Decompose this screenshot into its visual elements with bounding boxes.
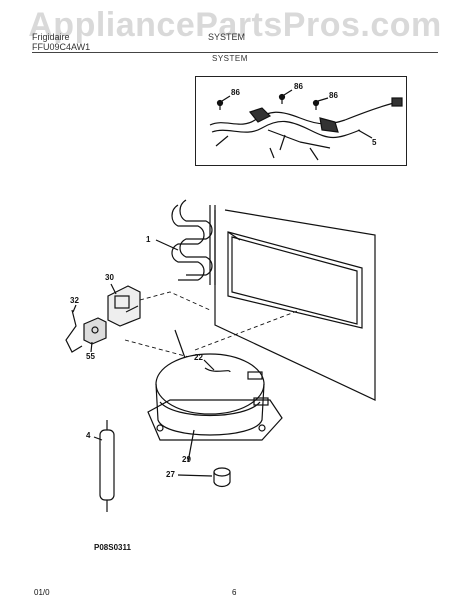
callout-86-c: 86	[329, 91, 338, 100]
callout-5: 5	[372, 138, 377, 147]
header-brand: Frigidaire	[32, 32, 70, 42]
callout-55: 55	[86, 352, 95, 361]
callout-32: 32	[70, 296, 79, 305]
header-figure: SYSTEM	[208, 32, 246, 42]
callout-22: 22	[194, 353, 203, 362]
drier-4[interactable]	[99, 420, 115, 512]
callout-86-b: 86	[294, 82, 303, 91]
cabinet-outline	[214, 209, 376, 401]
footer-date: 01/0	[34, 588, 50, 597]
header-rule	[32, 52, 438, 53]
wire-32[interactable]	[65, 309, 83, 353]
relay-30[interactable]	[107, 285, 141, 327]
callout-27: 27	[166, 470, 175, 479]
overload-55[interactable]	[83, 317, 107, 345]
compressor-29[interactable]	[147, 329, 283, 441]
screw-86-b[interactable]	[278, 93, 286, 105]
condenser-coil[interactable]	[171, 199, 216, 285]
footer-page-number: 6	[232, 588, 237, 597]
wiring-harness-inset	[195, 76, 407, 166]
callout-29: 29	[182, 455, 191, 464]
header-model: FFU09C4AW1	[32, 42, 91, 52]
diagram-code: P08S0311	[94, 543, 131, 552]
screw-86-c[interactable]	[312, 99, 320, 111]
callout-4: 4	[86, 431, 91, 440]
callout-86-a: 86	[231, 88, 240, 97]
callout-30: 30	[105, 273, 114, 282]
watermark: AppliancePartsPros.com	[28, 6, 442, 44]
callout-1: 1	[146, 235, 151, 244]
screw-86-a[interactable]	[216, 99, 224, 111]
section-title: SYSTEM	[212, 54, 248, 63]
wiring-harness[interactable]	[209, 97, 403, 161]
grommet-27[interactable]	[213, 467, 231, 488]
